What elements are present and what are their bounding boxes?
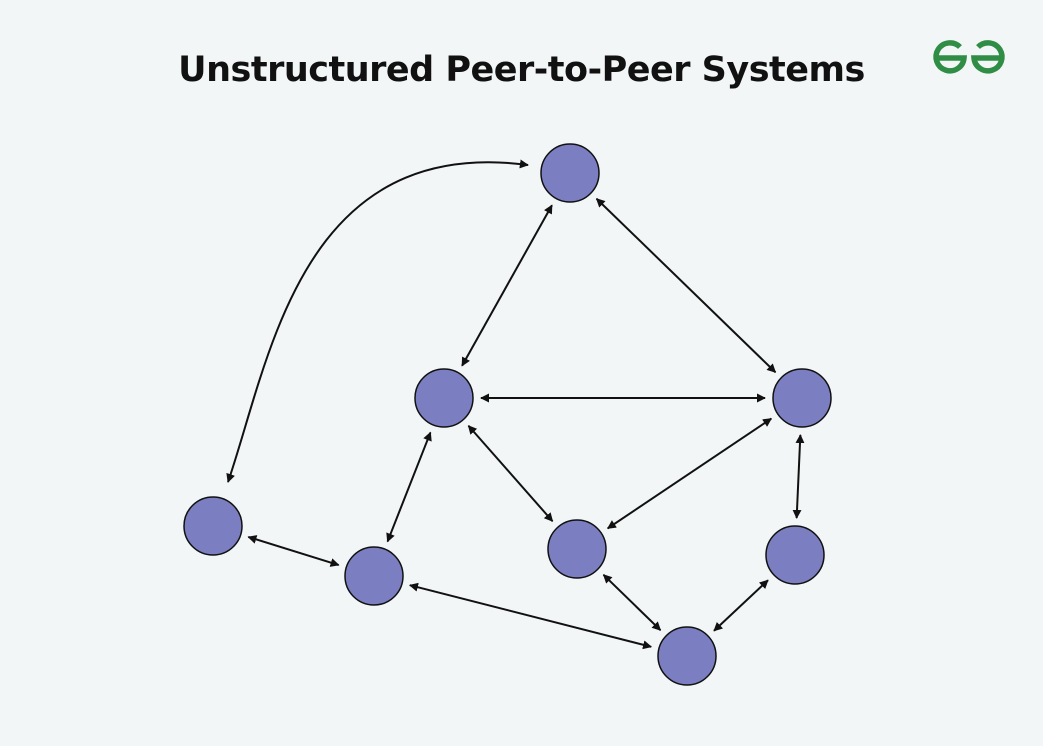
edge-middle-left-lower-left [386, 431, 432, 543]
peer-node-lower-right [765, 525, 825, 585]
nodes-layer [183, 143, 832, 686]
peer-node-center [547, 519, 607, 579]
edge-top-right [595, 198, 777, 373]
edges-layer [226, 159, 805, 650]
peer-node-bottom [657, 626, 717, 686]
peer-node-right [772, 368, 832, 428]
edge-right-lower-right [792, 434, 805, 519]
edge-lower-left-bottom [408, 582, 653, 650]
edge-far-left-lower-left [247, 535, 340, 567]
peer-node-middle-left [414, 368, 474, 428]
geeksforgeeks-logo-icon [933, 40, 1005, 74]
diagram-title: Unstructured Peer-to-Peer Systems [178, 50, 865, 90]
edge-middle-left-center [467, 425, 554, 522]
edge-lower-right-bottom [713, 579, 769, 632]
peer-node-lower-left [344, 546, 404, 606]
edge-center-bottom [602, 574, 662, 631]
edge-right-center [606, 417, 773, 530]
peer-node-far-left [183, 496, 243, 556]
edge-top-far-left [226, 159, 529, 483]
edge-top-middle-left [461, 204, 553, 367]
peer-node-top [540, 143, 600, 203]
